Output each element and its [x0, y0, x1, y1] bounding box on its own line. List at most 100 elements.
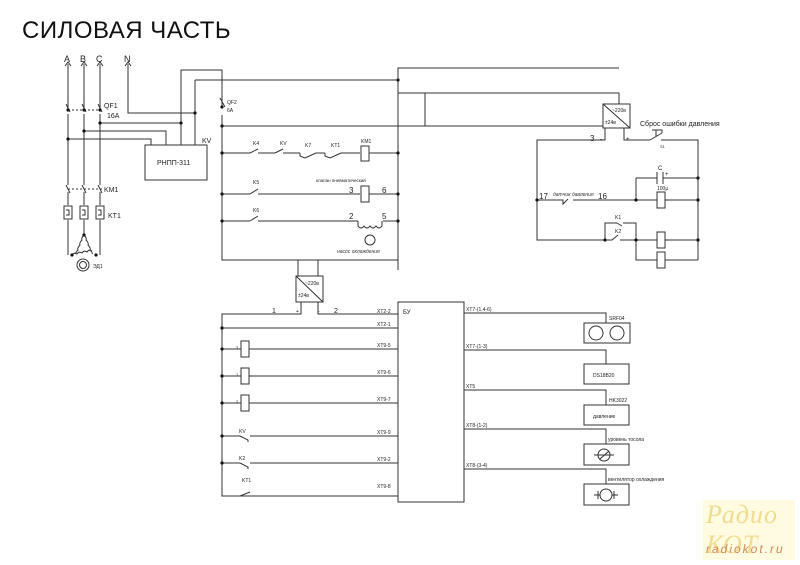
psu-top-minus-num: 3 [590, 134, 595, 143]
kt1-thermal-relay [63, 205, 105, 220]
phase-a-label: A [64, 54, 70, 64]
pressure-sensor-label: датчик давления [553, 192, 594, 198]
pump-winding [357, 221, 383, 229]
coil-3 [656, 231, 666, 249]
control-unit-bu [397, 301, 465, 503]
bu-coil-2-num: 2 [236, 399, 239, 404]
qf2-switch [219, 97, 226, 108]
pin-xt7-146: XT7-(1,4-6) [466, 307, 492, 313]
pin-xt8-34: XT8-(3-4) [466, 463, 488, 469]
row3-right-num: 5 [382, 212, 387, 221]
kt1-label: KT1 [108, 213, 121, 220]
node-17: 17 [539, 192, 548, 201]
cooling-fan-label: вентилятор охлаждения [608, 477, 665, 483]
k2-label: K2 [615, 229, 621, 235]
psu-top-dc: ±24в [605, 120, 616, 126]
bu-contact-kv: KV [239, 429, 246, 435]
capacitor-plus: + [665, 172, 669, 178]
pump-motor [364, 234, 376, 246]
motor-windings [70, 233, 98, 257]
watermark-logo: Радио КОТ [706, 500, 779, 559]
phase-b-label: B [80, 54, 86, 64]
psu-bottom-minus: - [318, 309, 320, 315]
pin-xt8-12: XT8-(1-2) [466, 423, 488, 429]
qf1-label: QF1 [104, 103, 118, 110]
coil-2 [656, 191, 666, 209]
coil-1 [656, 251, 666, 269]
bu-coil-3 [240, 340, 250, 358]
psu-top-plus: + [626, 137, 630, 143]
contact-k7-label: K7 [305, 143, 311, 149]
psu-top-ac: ~220в [612, 108, 626, 114]
pin-xt9-2: XT9-2 [377, 457, 391, 463]
diagram-title: СИЛОВАЯ ЧАСТЬ [22, 17, 232, 44]
motor-label: ЭД1 [93, 264, 103, 270]
srf04-label: SRF04 [609, 316, 625, 322]
reset-button[interactable] [649, 129, 663, 141]
phase-c-label: C [96, 54, 103, 64]
sensor-srf04 [583, 322, 631, 344]
pin-xt2-1: XT2-1 [377, 322, 391, 328]
pin-xt9-6: XT9-6 [377, 370, 391, 376]
km1-coil [360, 145, 370, 162]
bu-contact-k2: K2 [239, 456, 245, 462]
bu-label: БУ [403, 310, 411, 316]
bu-coil-2 [240, 394, 250, 412]
cooling-fan-motor [583, 483, 630, 506]
psu-top-minus: - [600, 137, 602, 143]
phase-arrows [64, 61, 132, 67]
psu-bottom-plus: + [296, 309, 299, 315]
row2-right-num: 6 [382, 186, 387, 195]
pressure-label: давление [593, 414, 615, 420]
contact-kt1-label: KT1 [331, 143, 340, 149]
psu-bottom-dc: ±24в [298, 293, 309, 299]
pump-label: насос охлаждения [337, 249, 380, 255]
contact-kv-label: KV [280, 141, 287, 147]
reset-button-label: S1 [660, 144, 666, 149]
pin-xt9-7: XT9-7 [377, 397, 391, 403]
bu-coil-1 [240, 367, 250, 385]
row3-left-num: 2 [349, 212, 354, 221]
capacitor-label: C [658, 166, 663, 172]
qf2-rating: 6A [227, 108, 234, 114]
bu-contact-kt1: KT1 [242, 478, 251, 484]
sensor-ds18b20 [583, 363, 630, 385]
contact-k4-label: K4 [253, 141, 259, 147]
pin-xt9-5: XT9-5 [377, 343, 391, 349]
psu-bottom-minus-num: 2 [334, 308, 338, 315]
neutral-label: N [124, 54, 131, 64]
qf1-rating: 16A [107, 113, 120, 120]
pin-xt5: XT5 [466, 384, 475, 390]
relay-rnpp311 [144, 144, 208, 181]
bu-left-pins: XT2-2 XT2-1 XT9-5 XT9-6 XT9-7 XT9-9 XT9-… [377, 309, 391, 490]
ds18b20-label: DS18B20 [593, 373, 615, 379]
bu-left-wiring [220, 326, 398, 497]
motor-ed1 [76, 258, 90, 272]
watermark-url: radiokot.ru [706, 542, 785, 556]
sensor-pressure [583, 404, 630, 426]
contact-k5-label: K5 [253, 180, 259, 186]
bu-coil-1-num: 1 [236, 372, 239, 377]
coolant-level-label: уровень тосола [608, 437, 644, 443]
relay-rnpp311-label: РНПП-311 [157, 160, 190, 167]
pin-xt9-9: XT9-9 [377, 430, 391, 436]
phase-labels: A B C N [64, 54, 131, 64]
reset-label: Сброс ошибки давления [640, 120, 720, 128]
node-16: 16 [598, 192, 607, 201]
valve-label: клапан пневматический [316, 177, 366, 183]
pin-xt7-13: XT7-(1-3) [466, 344, 488, 350]
capacitor-value: 100μ [657, 186, 668, 192]
psu-bottom-plus-num: 1 [272, 308, 276, 315]
km1-label: KM1 [104, 187, 119, 194]
pin-xt2-2: XT2-2 [377, 309, 391, 315]
contact-k6-label: K6 [253, 208, 259, 214]
bu-right-wiring [464, 312, 607, 484]
qf2-label: QF2 [227, 100, 237, 106]
psu-bottom-ac: ~220в [305, 281, 319, 287]
km1-coil-label: KM1 [361, 139, 372, 145]
valve-coil [360, 185, 370, 203]
neutral-wire [127, 64, 195, 114]
bu-coil-3-num: 3 [236, 345, 239, 350]
pin-xt9-8: XT9-8 [377, 484, 391, 490]
